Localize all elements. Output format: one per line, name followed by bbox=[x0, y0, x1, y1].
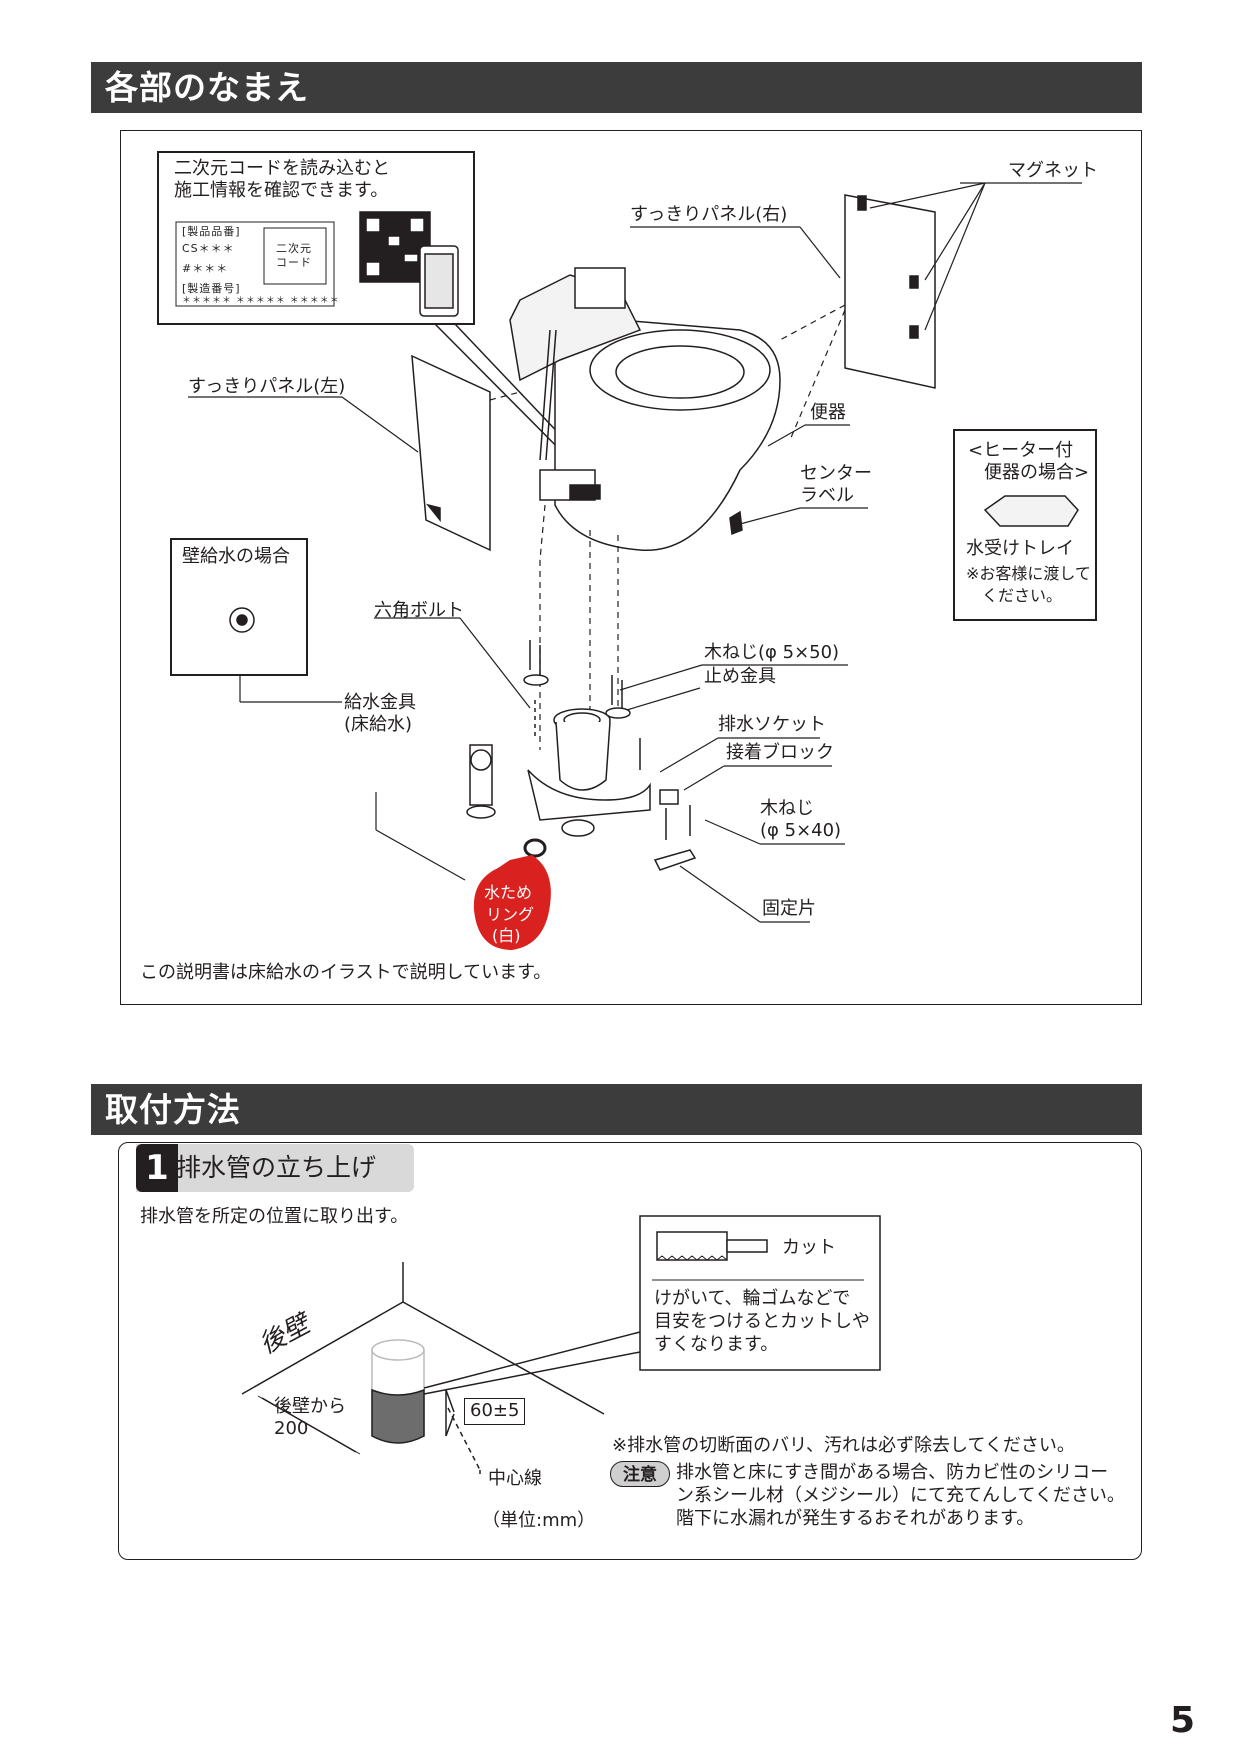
label-panel-right: すっきりパネル(右) bbox=[630, 204, 788, 225]
qr-value-hinban: CS＊＊＊ bbox=[182, 242, 235, 255]
unit-label: （単位:mm） bbox=[482, 1510, 596, 1531]
label-magnet: マグネット bbox=[1008, 160, 1098, 181]
label-wood-screw-40-2: (φ 5×40) bbox=[760, 820, 842, 841]
label-center-2: ラベル bbox=[800, 485, 854, 506]
label-hex-bolt: 六角ボルト bbox=[374, 600, 464, 621]
step-frame bbox=[118, 1142, 1142, 1560]
label-tray-note-2: ください。 bbox=[982, 586, 1063, 605]
parts-diagram-frame bbox=[120, 130, 1142, 1005]
qr-code-label1: 二次元 bbox=[276, 242, 312, 255]
caution-line-1: 排水管と床にすき間がある場合、防カビ性のシリコー bbox=[676, 1462, 1109, 1483]
qr-box-line2: 施工情報を確認できます。 bbox=[174, 180, 389, 201]
label-heater-1: <ヒーター付 bbox=[968, 440, 1074, 461]
label-adhesive-block: 接着ブロック bbox=[726, 742, 834, 763]
label-drain-socket: 排水ソケット bbox=[718, 714, 826, 735]
step-instruction: 排水管を所定の位置に取り出す。 bbox=[140, 1206, 409, 1227]
label-fixing-piece: 固定片 bbox=[762, 898, 816, 919]
qr-value-seizo: ＊＊＊＊＊ ＊＊＊＊＊ ＊＊＊＊＊ bbox=[182, 296, 340, 306]
from-wall-2: 200 bbox=[274, 1418, 309, 1439]
caution-line-3: 階下に水漏れが発生するおそれがあります。 bbox=[676, 1508, 1035, 1529]
section-header-parts: 各部のなまえ bbox=[91, 62, 1142, 113]
label-wall-supply: 壁給水の場合 bbox=[182, 546, 290, 567]
qr-label-hinban: [製品品番] bbox=[182, 225, 241, 238]
qr-box-line1: 二次元コードを読み込むと bbox=[174, 158, 390, 179]
caution-badge: 注意 bbox=[610, 1461, 670, 1487]
label-tray-note-1: ※お客様に渡して bbox=[966, 564, 1091, 583]
label-water-ring-3: (白) bbox=[492, 926, 521, 945]
label-water-ring-1: 水ため bbox=[484, 883, 533, 902]
section-header-install: 取付方法 bbox=[91, 1084, 1142, 1135]
qr-value-hinban2: #＊＊＊ bbox=[182, 262, 229, 275]
label-benki: 便器 bbox=[810, 402, 846, 423]
label-wood-screw-50: 木ねじ(φ 5×50) bbox=[704, 642, 840, 663]
tip-line-2: 目安をつけるとカットしや bbox=[654, 1311, 870, 1332]
step-title: 排水管の立ち上げ bbox=[176, 1153, 377, 1182]
label-heater-2: 便器の場合> bbox=[984, 462, 1090, 483]
cut-label: カット bbox=[782, 1237, 836, 1258]
illustration-note: この説明書は床給水のイラストで説明しています。 bbox=[140, 962, 552, 983]
page-number: 5 bbox=[1169, 1700, 1195, 1741]
label-water-ring-2: リング bbox=[486, 905, 535, 924]
qr-code-label2: コード bbox=[276, 256, 312, 269]
tip-line-3: すくなります。 bbox=[654, 1334, 779, 1355]
step-header: 1 排水管の立ち上げ bbox=[136, 1144, 414, 1192]
caution-line-2: ン系シール材（メジシール）にて充てんしてください。 bbox=[676, 1485, 1125, 1506]
burr-note: ※排水管の切断面のバリ、汚れは必ず除去してください。 bbox=[612, 1435, 1075, 1456]
centerline-label: 中心線 bbox=[488, 1468, 542, 1489]
label-supply-fitting-1: 給水金具 bbox=[344, 692, 416, 713]
label-tray: 水受けトレイ bbox=[966, 538, 1074, 559]
label-panel-left: すっきりパネル(左) bbox=[188, 376, 346, 397]
qr-label-seizo: [製造番号] bbox=[182, 282, 241, 295]
tip-line-1: けがいて、輪ゴムなどで bbox=[654, 1288, 851, 1309]
step-number: 1 bbox=[136, 1144, 178, 1192]
from-wall-1: 後壁から bbox=[274, 1396, 346, 1417]
label-wood-screw-40-1: 木ねじ bbox=[760, 798, 814, 819]
label-center-1: センター bbox=[800, 463, 872, 484]
height-dimension: 60±5 bbox=[464, 1398, 526, 1425]
label-stop-fitting: 止め金具 bbox=[704, 666, 776, 687]
label-supply-fitting-2: (床給水) bbox=[344, 714, 413, 735]
